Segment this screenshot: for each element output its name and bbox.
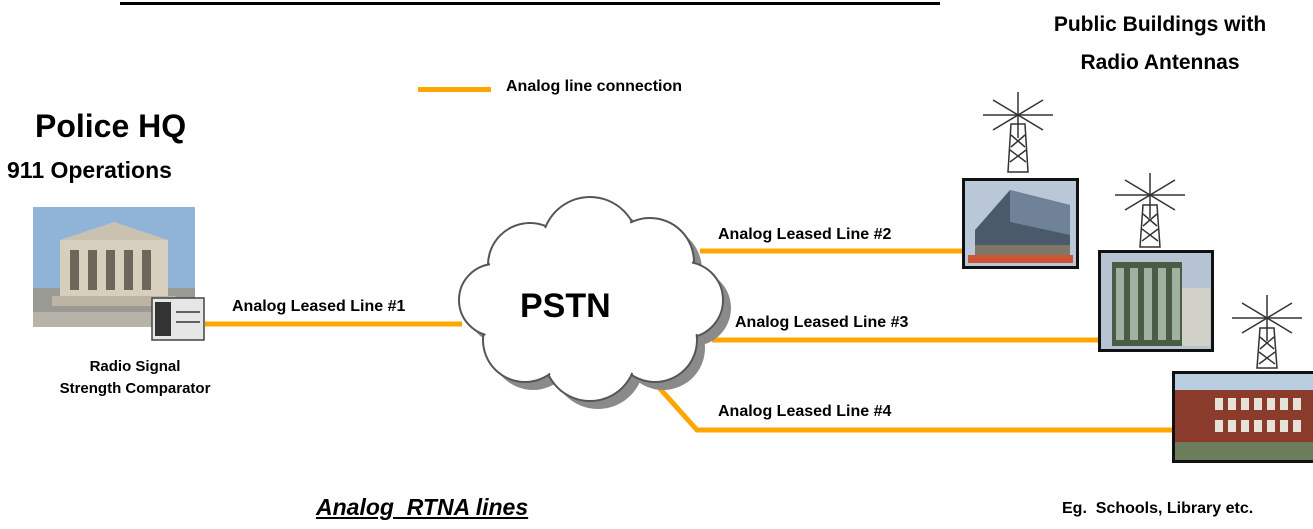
building-photo-1 xyxy=(962,178,1079,269)
examples-label: Eg. Schools, Library etc. xyxy=(1062,500,1254,517)
line-label-3: Analog Leased Line #3 xyxy=(735,314,909,331)
legend-swatch xyxy=(418,87,491,92)
comparator-device xyxy=(151,297,205,341)
diagram-caption: Analog RTNA lines xyxy=(316,494,529,520)
police-hq-title: Police HQ xyxy=(35,108,187,144)
radio-antenna-icon-1 xyxy=(983,92,1053,173)
building-photo-3 xyxy=(1172,371,1313,463)
cloud-icon xyxy=(458,196,731,409)
line-label-1: Analog Leased Line #1 xyxy=(232,298,406,315)
building-photo-2 xyxy=(1098,250,1214,352)
top-divider xyxy=(120,2,940,5)
radio-antenna-icon-2 xyxy=(1115,173,1185,248)
public-buildings-heading: Public Buildings with Radio Antennas xyxy=(1053,13,1267,74)
legend-label: Analog line connection xyxy=(506,78,683,95)
pstn-label: PSTN xyxy=(520,287,611,325)
line-label-4: Analog Leased Line #4 xyxy=(718,403,892,420)
police-hq-subtitle: 911 Operations xyxy=(7,157,172,183)
comparator-label: Radio Signal Strength Comparator xyxy=(59,358,211,397)
leased-line-4 xyxy=(643,370,1175,433)
radio-antenna-icon-3 xyxy=(1232,295,1302,369)
line-label-2: Analog Leased Line #2 xyxy=(718,226,892,243)
